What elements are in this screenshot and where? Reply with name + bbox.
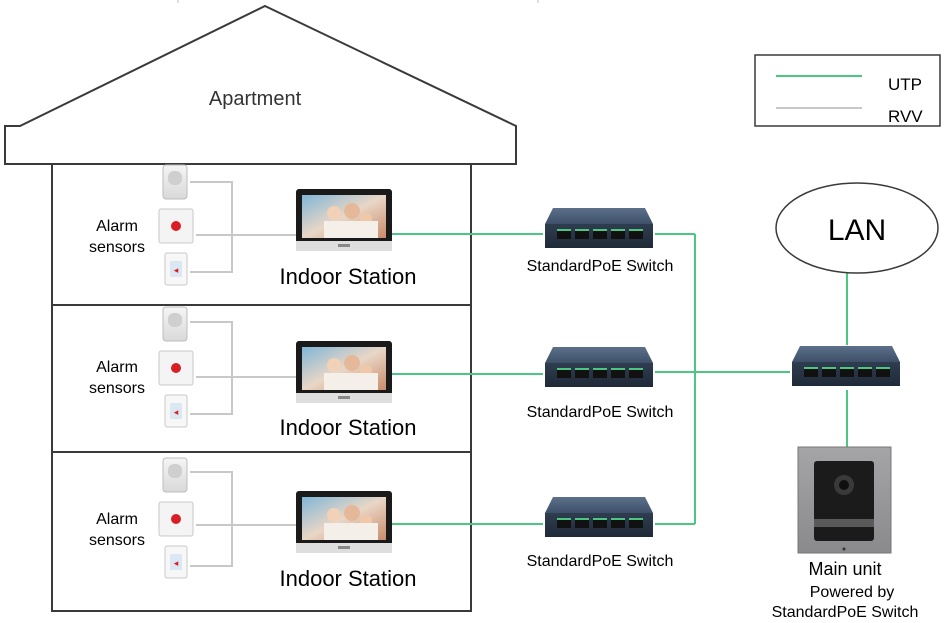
poe-switch-1-icon [545,208,653,248]
main-unit-icon [797,446,892,554]
floor-3: Alarm sensors Indoor Station [89,457,417,591]
alarm-sensors-label: Alarm [96,359,138,376]
apartment-label: Apartment [209,88,302,110]
alarm-sensors-label: Alarm [96,218,138,235]
legend-utp-label: UTP [888,75,922,94]
core-poe-switch-icon [792,346,900,386]
indoor-station-label: Indoor Station [280,566,417,591]
indoor-station-icon [296,491,392,553]
poe-switch-3-label: StandardPoE Switch [527,553,674,570]
legend-rvv-label: RVV [888,107,923,126]
floor-2: Alarm sensors Indoor Station [89,306,417,440]
alarm-sensors-label: sensors [89,239,145,256]
main-unit-power-source-label: StandardPoE Switch [772,604,919,621]
poe-switch-2-icon [545,347,653,387]
indoor-station-label: Indoor Station [280,264,417,289]
alarm-sensors-label: sensors [89,380,145,397]
main-unit-power-label: Powered by [810,584,895,601]
indoor-station-icon [296,189,392,251]
legend: UTP RVV [754,54,941,127]
alarm-sensors-icon [158,457,194,579]
legend-item-utp: UTP [776,75,922,94]
building [51,163,472,612]
lan-cloud: LAN [775,182,939,274]
lan-label: LAN [828,214,886,247]
poe-switch-3-icon [545,497,653,537]
poe-switch-2-label: StandardPoE Switch [527,404,674,421]
apartment-roof: Apartment [4,4,517,165]
poe-switch-1-label: StandardPoE Switch [527,258,674,275]
rvv-wiring [190,181,296,273]
indoor-station-label: Indoor Station [280,415,417,440]
indoor-station-icon [296,341,392,403]
floor-1: Alarm sensors Indoor Station [89,164,417,289]
legend-item-rvv: RVV [776,107,923,126]
alarm-sensors-label: sensors [89,532,145,549]
main-unit-label: Main unit [808,559,881,579]
rvv-wiring [190,321,296,415]
alarm-sensors-icon [158,306,194,428]
rvv-wiring [190,471,296,567]
alarm-sensors-icon [158,164,194,286]
alarm-sensors-label: Alarm [96,511,138,528]
utp-cabling [392,233,848,525]
